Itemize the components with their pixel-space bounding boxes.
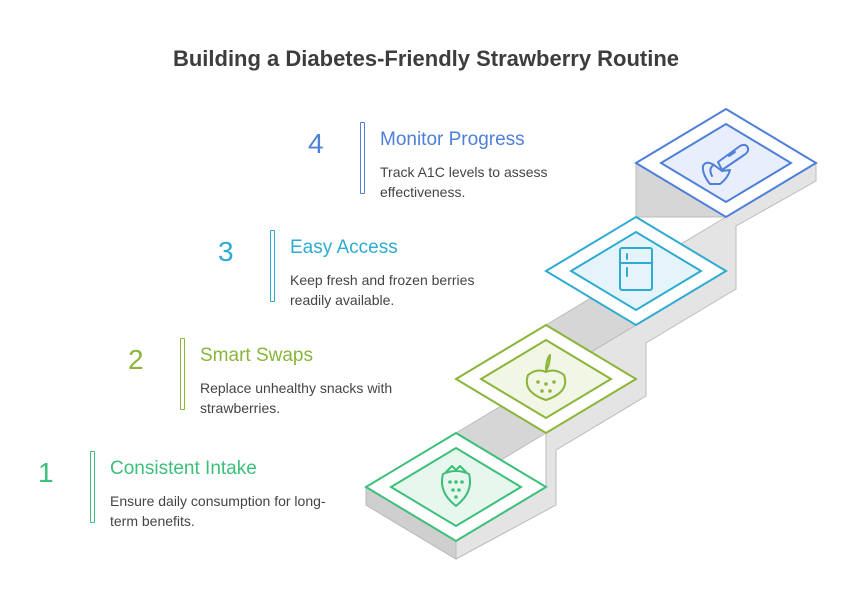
step-2-tread — [454, 323, 638, 435]
step-heading: Smart Swaps — [200, 345, 313, 366]
berry-swap-icon — [525, 354, 567, 401]
step-accent-bar — [180, 338, 185, 410]
step-description: Replace unhealthy snacks with strawberri… — [200, 380, 393, 416]
refrigerator-icon — [619, 247, 653, 291]
step-3-tread — [544, 215, 728, 327]
step-description: Ensure daily consumption for long-term b… — [110, 493, 326, 529]
step-number: 4 — [308, 128, 324, 159]
page-title: Building a Diabetes-Friendly Strawberry … — [172, 46, 680, 71]
step-heading: Easy Access — [290, 237, 398, 258]
step-heading: Consistent Intake — [110, 458, 257, 479]
step-number: 2 — [128, 344, 144, 375]
step-heading: Monitor Progress — [380, 129, 525, 150]
step-number: 3 — [218, 236, 234, 267]
step-description: Track A1C levels to assess effectiveness… — [380, 164, 548, 200]
step-number: 1 — [38, 457, 54, 488]
step-accent-bar — [360, 122, 365, 194]
step-accent-bar — [270, 230, 275, 302]
glucose-meter-icon — [701, 143, 750, 185]
step-description: Keep fresh and frozen berries readily av… — [290, 272, 475, 308]
strawberry-icon — [440, 465, 472, 507]
step-accent-bar — [90, 451, 95, 523]
step-4-tread — [634, 107, 818, 219]
step-1-tread — [364, 431, 548, 543]
